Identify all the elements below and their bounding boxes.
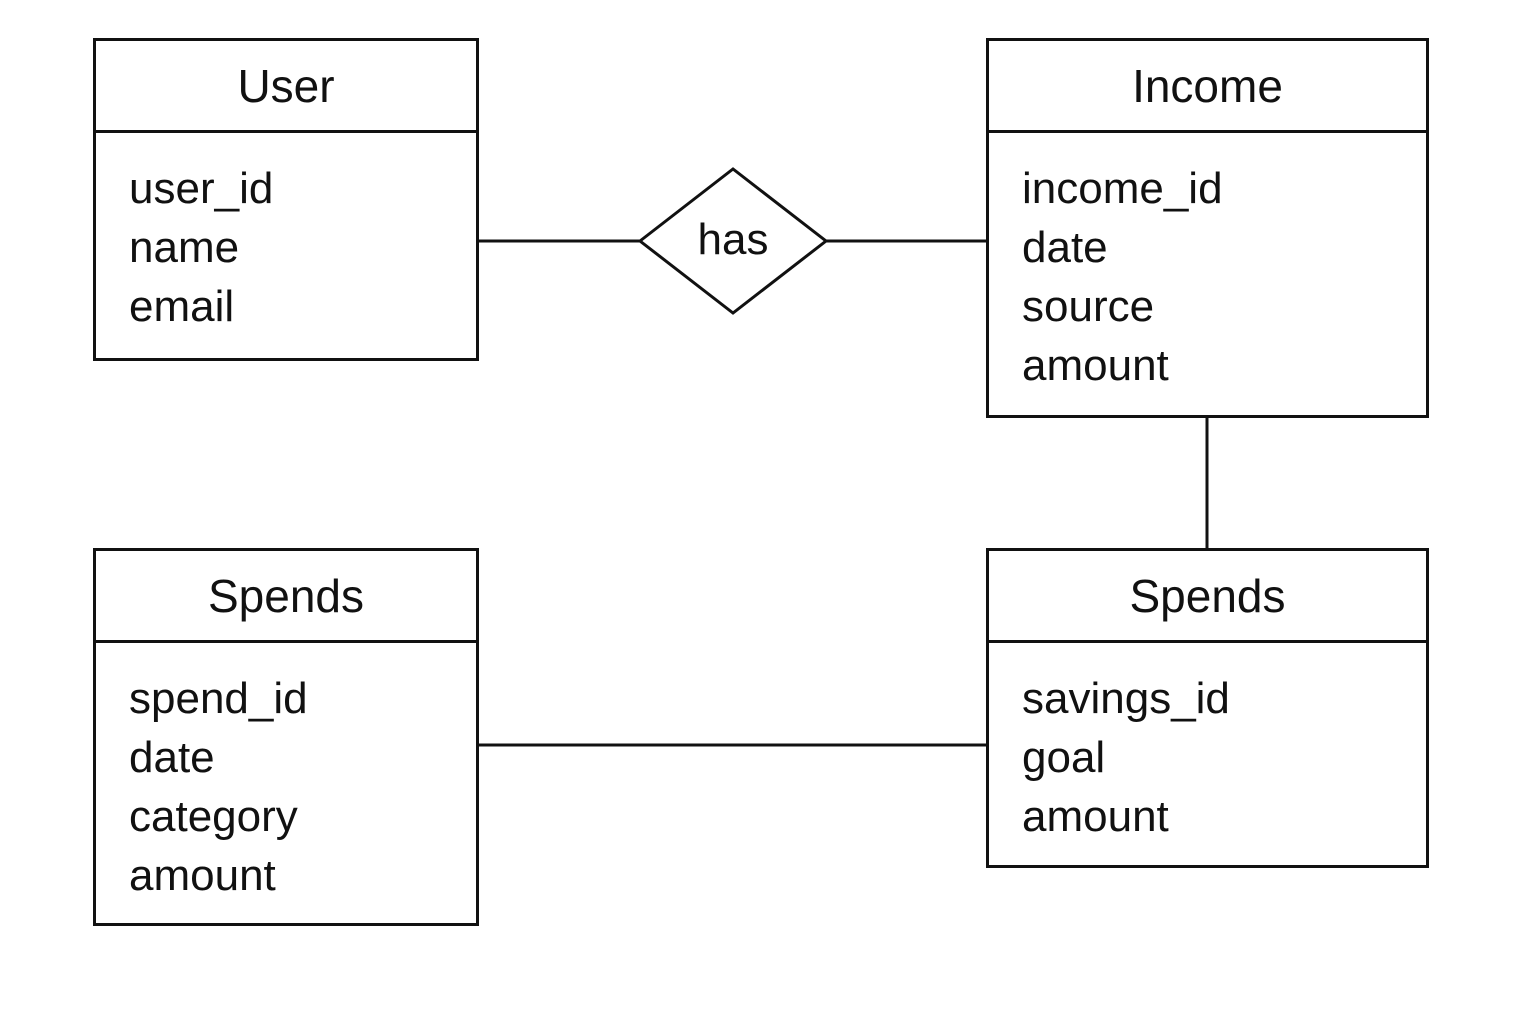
relationship-diamond-has [637,167,829,315]
attribute-list: user_id name email [96,133,476,336]
attribute: date [1022,223,1108,272]
attribute: date [129,733,215,782]
attribute-list: spend_id date category amount [96,643,476,905]
attribute: goal [1022,733,1106,782]
entity-title: Spends [989,551,1426,643]
attribute: amount [1022,341,1169,390]
entity-income: Income income_id date source amount [986,38,1429,418]
entity-title: Income [989,41,1426,133]
relationship-label-has: has [697,215,769,264]
attribute: savings_id [1022,674,1230,723]
attribute-list: savings_id goal amount [989,643,1426,846]
attribute: amount [129,851,276,900]
attribute: name [129,223,240,272]
entity-savings: Spends savings_id goal amount [986,548,1429,868]
attribute: amount [1022,792,1169,841]
attribute: category [129,792,298,841]
attribute: income_id [1022,164,1223,213]
entity-spends: Spends spend_id date category amount [93,548,479,926]
entity-user: User user_id name email [93,38,479,361]
attribute: email [129,282,235,331]
entity-title: User [96,41,476,133]
attribute: spend_id [129,674,308,723]
attribute-list: income_id date source amount [989,133,1426,395]
attribute: source [1022,282,1155,331]
attribute: user_id [129,164,274,213]
entity-title: Spends [96,551,476,643]
